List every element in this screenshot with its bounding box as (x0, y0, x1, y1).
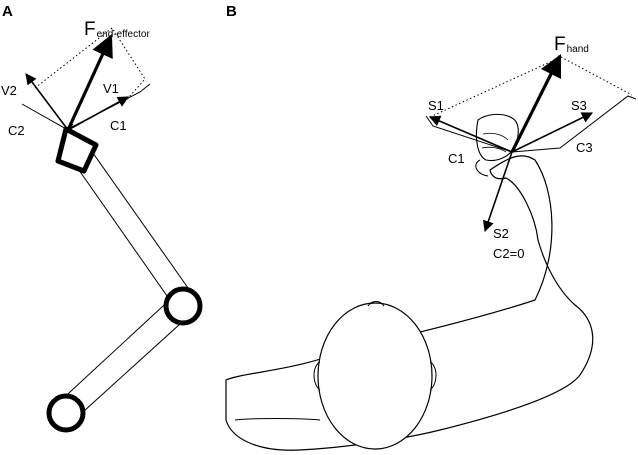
panel-b-label: B (226, 3, 237, 20)
human-s3-label: S3 (571, 98, 587, 113)
robot-c1-label: C1 (110, 118, 127, 133)
panel-a-label: A (2, 3, 13, 20)
robot-force-arrow (66, 33, 113, 131)
robot-dotted-parallelogram (34, 27, 146, 106)
human-c3-label: C3 (576, 140, 593, 155)
human-nose (367, 301, 385, 307)
human-c1-label: C1 (448, 151, 465, 166)
human-c2-label: C2=0 (493, 246, 524, 261)
robot-arm (46, 126, 203, 433)
human-figure (225, 113, 594, 451)
human-right-ear (429, 361, 437, 391)
human-shoulder-line (234, 418, 321, 421)
human-s1-label: S1 (428, 98, 444, 113)
robot-elbow-joint (163, 286, 203, 326)
robot-vectors (21, 27, 151, 131)
robot-base-joint (46, 393, 86, 433)
human-force-arrow (510, 53, 562, 153)
robot-v2-label: V2 (1, 83, 17, 98)
human-finger-line (482, 132, 509, 141)
robot-c2-label: C2 (8, 123, 25, 138)
robot-v1-arrow (67, 96, 129, 131)
human-head (317, 302, 433, 450)
human-s2-label: S2 (493, 226, 509, 241)
human-thumb (475, 159, 489, 177)
robot-end-effector (55, 126, 99, 174)
human-s1-arrow (428, 115, 513, 153)
human-finger-line (481, 146, 507, 153)
human-force-label: Fhand (554, 34, 589, 55)
human-vectors (425, 53, 637, 233)
human-s2-arrow (482, 151, 513, 233)
robot-v2-arrow (25, 73, 69, 131)
human-surface-c3 (511, 95, 637, 153)
human-left-ear (313, 361, 321, 391)
human-s3-arrow (511, 112, 594, 153)
robot-v1-label: V1 (103, 81, 119, 96)
robot-force-label: Fend-effector (84, 19, 150, 40)
human-dotted-parallelogram (429, 56, 633, 118)
